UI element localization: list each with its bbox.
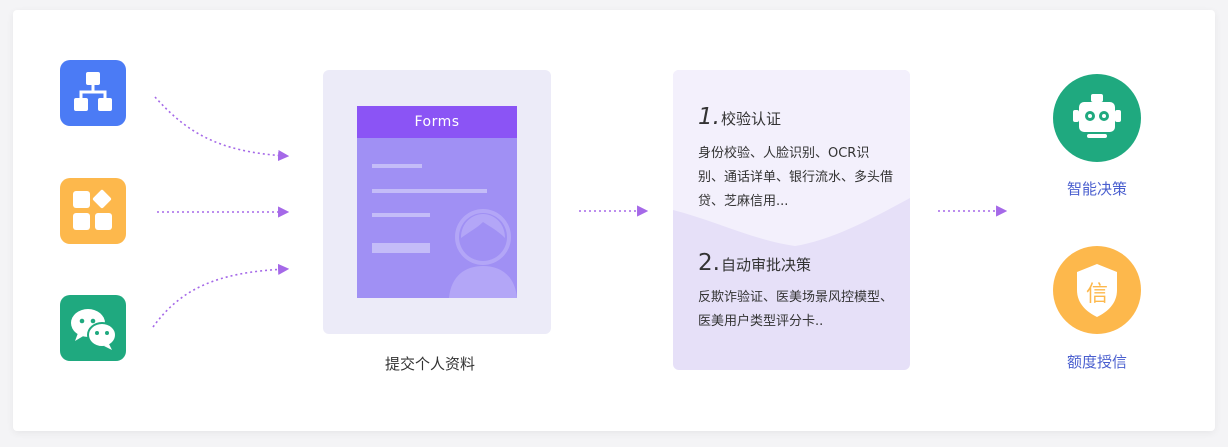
step1-title: 1.校验认证 [698, 104, 781, 130]
step1-number: 1. [698, 104, 720, 130]
step2-title-text: 自动审批决策 [720, 256, 811, 274]
step2-description: 反欺诈验证、医美场景风控模型、医美用户类型评分卡.. [698, 290, 894, 329]
step2-number: 2. [698, 250, 720, 276]
org-chart-icon [60, 60, 126, 126]
form-text-line [372, 164, 422, 168]
form-document: Forms [357, 106, 517, 298]
step1-description: 身份校验、人脸识别、OCR识别、通话详单、银行流水、多头借贷、芝麻信用... [698, 146, 894, 209]
form-text-line [372, 189, 487, 193]
form-text-bar [372, 243, 430, 253]
smart-decision-label: 智能决策 [1066, 180, 1127, 198]
diagram-card [13, 10, 1215, 431]
step1-title-text: 校验认证 [720, 110, 781, 128]
process-panel [673, 70, 910, 370]
xin-shield-icon: 信 [1053, 246, 1141, 334]
credit-grant-label: 额度授信 [1066, 353, 1127, 371]
avatar-icon [449, 209, 517, 298]
wechat-icon [60, 295, 126, 361]
form-text-line [372, 213, 430, 217]
arrow-source1-to-form [154, 96, 290, 162]
app-grid-icon [60, 178, 126, 244]
arrow-source3-to-form [152, 263, 290, 328]
robot-icon [1053, 74, 1141, 162]
process-panel-shape [673, 70, 910, 246]
step2-title: 2.自动审批决策 [698, 250, 811, 276]
form-header: Forms [357, 106, 517, 138]
xin-glyph: 信 [1086, 282, 1108, 307]
form-caption: 提交个人资料 [384, 355, 475, 373]
